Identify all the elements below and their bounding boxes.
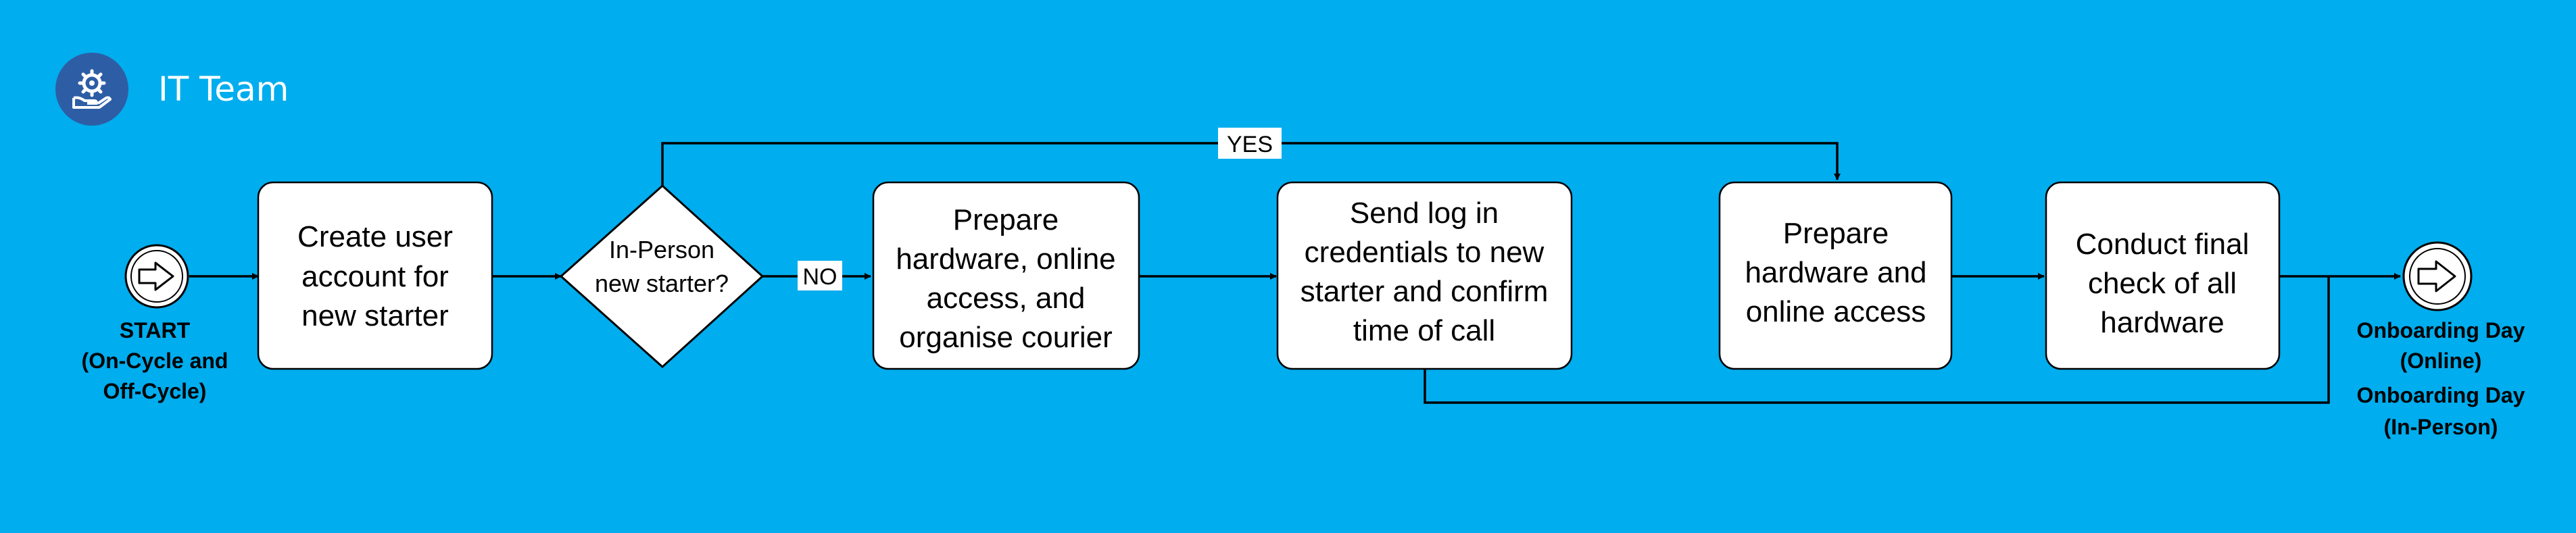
task-text-line: access, and	[927, 282, 1086, 315]
task-prepare-and-courier: Prepare hardware, online access, and org…	[872, 181, 1140, 370]
arrow-right-icon	[138, 261, 174, 291]
task-text-line: hardware	[2100, 306, 2224, 339]
task-text-line: hardware and	[1745, 256, 1926, 289]
connector-credentials-to-end	[1424, 276, 2330, 404]
team-title: IT Team	[158, 70, 289, 109]
task-text-line: organise courier	[899, 321, 1113, 354]
task-text-line: time of call	[1353, 314, 1495, 347]
decision-text-line: new starter?	[595, 270, 729, 297]
task-text-line: new starter	[301, 299, 449, 332]
start-event: START (On-Cycle and Off-Cycle)	[82, 244, 228, 403]
task-send-credentials: Send log in credentials to new starter a…	[1276, 181, 1573, 370]
task-text-line: online access	[1746, 295, 1926, 328]
start-label-line: (On-Cycle and	[82, 349, 228, 373]
arrow-right-icon	[2417, 260, 2456, 293]
task-create-user-account: Create user account for new starter	[257, 181, 493, 370]
task-text-line: Send log in	[1350, 197, 1499, 230]
task-text-line: check of all	[2088, 267, 2237, 300]
svg-text:YES: YES	[1227, 132, 1273, 157]
hand-gear-icon	[55, 53, 128, 126]
svg-text:NO: NO	[803, 264, 837, 290]
decision-text-line: In-Person	[609, 236, 714, 263]
end-event: Onboarding Day (Online) Onboarding Day (…	[2357, 241, 2525, 439]
task-prepare-online-access: Prepare hardware and online access	[1718, 181, 1953, 370]
end-label-line: Onboarding Day	[2357, 383, 2525, 407]
team-header: IT Team	[55, 53, 289, 126]
task-text-line: hardware, online	[896, 243, 1115, 276]
end-label-line: (In-Person)	[2384, 415, 2498, 439]
task-text-line: Conduct final	[2076, 228, 2250, 261]
decision-in-person: In-Person new starter?	[559, 184, 764, 369]
task-text-line: Prepare	[953, 203, 1059, 236]
task-text-line: Prepare	[1783, 217, 1889, 250]
start-label-line: START	[120, 318, 191, 342]
start-label-line: Off-Cycle)	[103, 379, 207, 403]
task-final-check: Conduct final check of all hardware	[2045, 181, 2281, 370]
task-text-line: Create user	[297, 220, 453, 253]
task-text-line: credentials to new	[1305, 236, 1545, 269]
no-label: NO	[798, 261, 842, 290]
yes-label: YES	[1218, 128, 1282, 159]
task-text-line: account for	[301, 260, 449, 293]
task-text-line: starter and confirm	[1301, 275, 1549, 308]
end-label-line: Onboarding Day	[2357, 318, 2525, 342]
end-label-line: (Online)	[2400, 349, 2482, 373]
